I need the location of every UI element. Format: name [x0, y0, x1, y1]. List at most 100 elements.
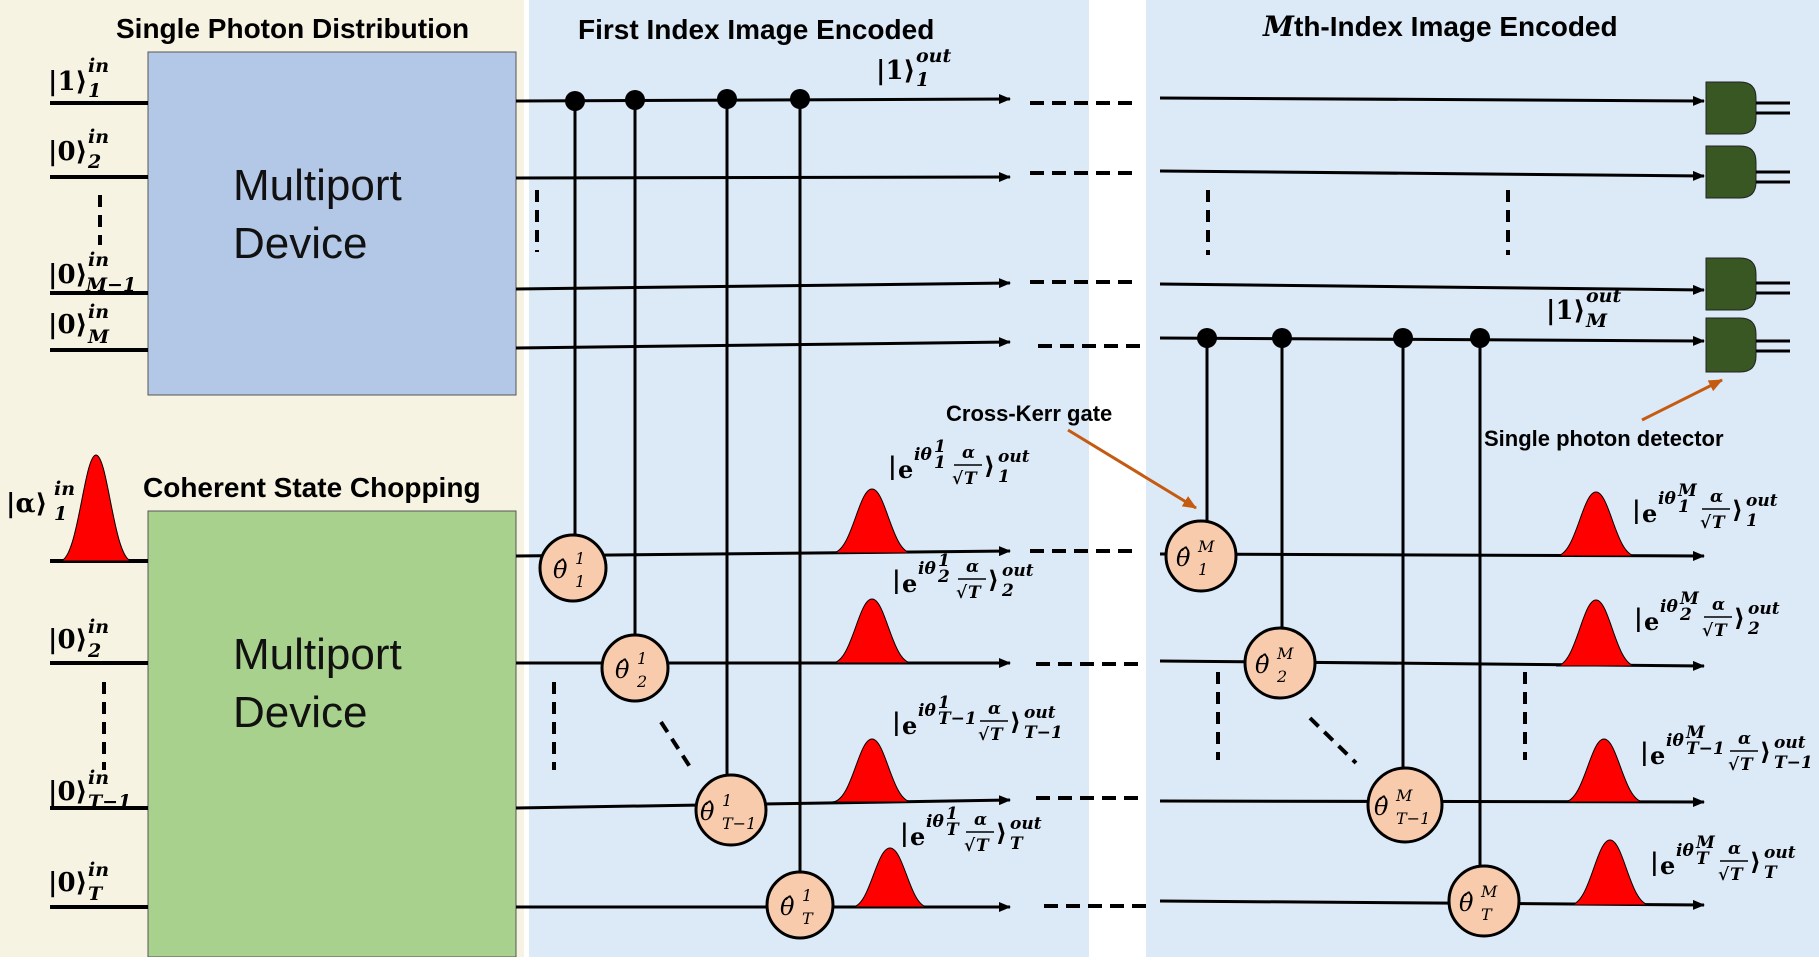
- svg-text:|: |: [1634, 603, 1643, 632]
- gate-sup: 1: [802, 886, 812, 905]
- gate-sup: M: [1276, 644, 1294, 663]
- annotation-single-photon-detector: Single photon detector: [1484, 426, 1724, 451]
- rail-photon-1-mth: [1159, 95, 1705, 106]
- rail-photon-1-first: [515, 94, 1011, 105]
- input-ket-m: |0⟩ in M: [48, 301, 110, 348]
- gate-sub: 1: [575, 572, 585, 591]
- ket-sup: in: [88, 249, 109, 271]
- first-index-panel-background: [529, 0, 1089, 957]
- ket-sup: in: [88, 55, 109, 77]
- gate-first-t: θ̂ 1 T: [765, 870, 835, 940]
- first-control-dots: [565, 89, 810, 111]
- ket-sub: 1: [54, 503, 67, 525]
- phase-sqrt: √: [1700, 513, 1712, 533]
- phase-out: out: [1002, 561, 1034, 581]
- gate-sub: T−1: [1396, 809, 1430, 828]
- phase-osub: T−1: [1774, 753, 1813, 773]
- input-lines: [50, 101, 148, 909]
- gate-sup: 1: [575, 549, 585, 568]
- ket-sup: in: [88, 301, 109, 323]
- phase-idx: M: [1685, 723, 1706, 743]
- phase-label-first-2: | e iθ 1 2 α √ T ⟩ out 2: [892, 551, 1034, 603]
- title-coherent-state-chopping: Coherent State Chopping: [143, 472, 481, 503]
- ket-sup: out: [916, 45, 951, 67]
- phase-alpha: α: [974, 810, 987, 830]
- phase-e: e: [1642, 499, 1657, 528]
- gate-mth-t-1: θ̂ M T−1: [1366, 766, 1444, 844]
- phase-alpha: α: [1710, 487, 1723, 507]
- phase-sub: 2: [937, 567, 950, 587]
- ket-text: |1⟩: [48, 67, 87, 97]
- phase-osub: T−1: [1024, 723, 1063, 743]
- rail-photon-m-mth: [1159, 335, 1705, 346]
- ket-sub: 2: [87, 151, 101, 173]
- detector-1: [1705, 81, 1790, 135]
- gate-sub: 1: [1198, 560, 1208, 579]
- phase-idx: 1: [938, 693, 950, 713]
- phase-out: out: [998, 447, 1030, 467]
- ket-text: |0⟩: [48, 310, 87, 340]
- top-multiport-device: [147, 51, 517, 396]
- phase-itheta: iθ: [1666, 731, 1684, 751]
- detector-m: [1705, 317, 1790, 373]
- section-gap-dashes: [1030, 101, 1146, 908]
- phase-label-mth-t: | e iθ M T α √ T ⟩ out T: [1650, 833, 1796, 885]
- svg-text:|: |: [1650, 847, 1659, 876]
- phase-out: out: [1774, 733, 1806, 753]
- gate-sub: T: [1481, 905, 1493, 924]
- svg-text:|: |: [892, 565, 901, 594]
- title-single-photon-distribution: Single Photon Distribution: [116, 13, 469, 44]
- phase-idx: M: [1677, 481, 1698, 501]
- phase-sqrt: √: [956, 583, 968, 603]
- mth-pulses: [1555, 491, 1651, 906]
- ket-text: |1⟩: [876, 56, 915, 86]
- bottom-device-label-line1: Multiport: [233, 630, 402, 679]
- gate-sub: 2: [1276, 667, 1287, 686]
- svg-text:|: |: [892, 707, 901, 736]
- first-pulses: [831, 488, 929, 908]
- phase-alpha: α: [1712, 595, 1725, 615]
- phase-idx: M: [1679, 589, 1700, 609]
- ket-sup: in: [88, 126, 109, 148]
- phase-e: e: [1660, 851, 1675, 880]
- svg-text:⟩: ⟩: [1010, 707, 1021, 736]
- output-ket-1: |1⟩ out 1: [876, 45, 951, 91]
- output-ket-m: |1⟩ out M: [1546, 285, 1621, 332]
- mth-control-dots: [1197, 328, 1490, 348]
- input-ket-ct: |0⟩ in T: [48, 859, 109, 905]
- phase-osub: 2: [1001, 581, 1014, 601]
- input-ket-ct-1: |0⟩ in T−1: [48, 767, 131, 813]
- phase-T: T: [964, 469, 978, 489]
- phase-sqrt: √: [1702, 621, 1714, 641]
- phase-sqrt: √: [964, 836, 976, 856]
- phase-sqrt: √: [952, 469, 964, 489]
- phase-sub: T: [1696, 849, 1710, 869]
- title-mth-index-image-encoded: Mth-Index Image Encoded: [1262, 10, 1618, 43]
- ket-text: |0⟩: [48, 777, 87, 807]
- ket-sub: 1: [916, 69, 929, 91]
- phase-sub: T−1: [938, 709, 977, 729]
- detector-m-1: [1705, 257, 1790, 311]
- rail-photon-m-1-first: [515, 278, 1011, 291]
- phase-T: T: [976, 836, 990, 856]
- cross-kerr-arrow: [1067, 428, 1197, 510]
- phase-e: e: [902, 711, 917, 740]
- svg-text:⟩: ⟩: [1760, 737, 1771, 766]
- ket-sub: M−1: [85, 274, 136, 296]
- gate-sup: M: [1480, 882, 1498, 901]
- phase-T: T: [1714, 621, 1728, 641]
- svg-text:|: |: [900, 818, 909, 847]
- phase-out: out: [1764, 843, 1796, 863]
- phase-alpha: α: [962, 443, 975, 463]
- gate-theta: θ̂: [1255, 651, 1270, 679]
- phase-e: e: [898, 455, 913, 484]
- svg-text:⟩: ⟩: [1734, 603, 1745, 632]
- phase-idx: 1: [934, 437, 946, 457]
- gate-sup: 1: [637, 649, 647, 668]
- phase-T: T: [1712, 513, 1726, 533]
- phase-out: out: [1024, 703, 1056, 723]
- svg-text:⟩: ⟩: [988, 565, 999, 594]
- phase-osub: 1: [998, 467, 1010, 487]
